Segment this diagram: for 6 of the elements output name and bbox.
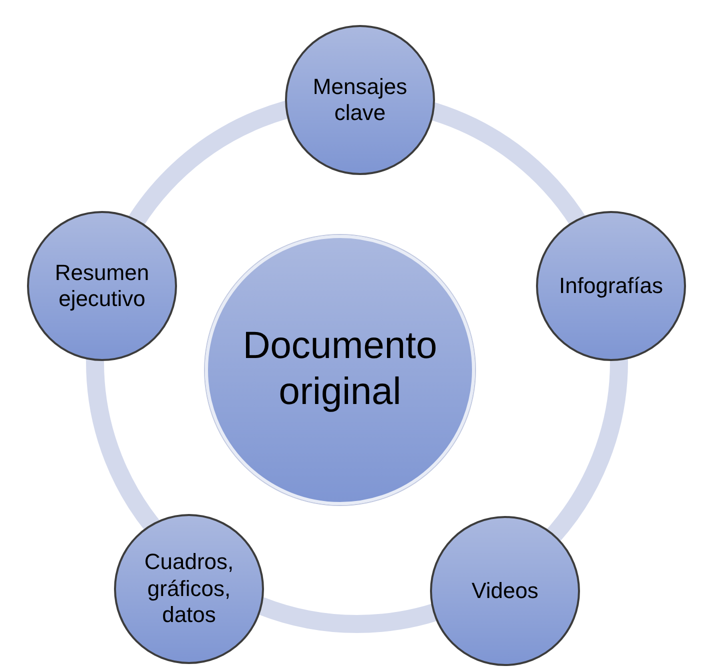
node-label: Documento original (242, 324, 438, 415)
node-label: Infografías (559, 272, 663, 300)
node-label: Videos (472, 578, 538, 604)
node-label: Resumen ejecutivo (54, 260, 150, 312)
node-label: Cuadros, gráficos, datos (143, 549, 235, 629)
node-label: Mensajes clave (312, 74, 408, 126)
